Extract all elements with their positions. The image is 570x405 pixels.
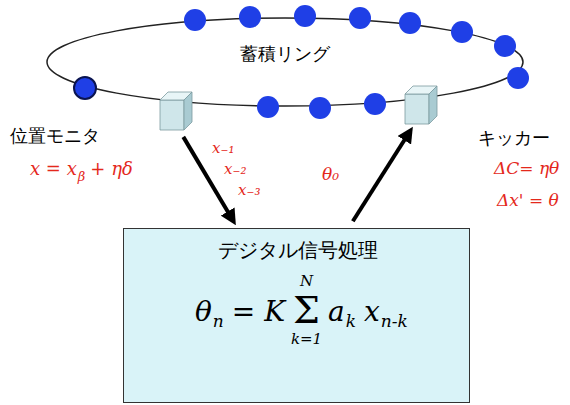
cube-shape bbox=[405, 86, 437, 124]
cube-face bbox=[405, 94, 429, 124]
electron-bunch bbox=[364, 93, 386, 115]
formula-symbol: x bbox=[364, 298, 380, 326]
dsp-title: デジタル信号処理 bbox=[124, 239, 471, 262]
sample-value: x₋₁ bbox=[212, 141, 234, 156]
cube-face bbox=[429, 86, 437, 124]
signal-arrow bbox=[353, 138, 406, 222]
signal-formula: + ηδ bbox=[90, 160, 132, 178]
sample-value: x₋₃ bbox=[238, 183, 260, 198]
cube-shape bbox=[160, 92, 192, 130]
sum-sign: Σ bbox=[293, 291, 320, 329]
formula-subscript: n bbox=[213, 313, 224, 330]
electron-bunch bbox=[399, 12, 421, 34]
monitor-label: 位置モニタ bbox=[10, 126, 100, 147]
electron-bunch bbox=[184, 9, 206, 31]
storage-ring: 蓄積リング bbox=[45, 17, 525, 107]
kicker-label: キッカー bbox=[478, 128, 550, 149]
electron-bunch bbox=[309, 97, 331, 119]
formula-symbol: = K bbox=[232, 298, 285, 326]
electron-bunch bbox=[239, 6, 261, 28]
kick-effect: ΔC= ηθ bbox=[494, 160, 559, 177]
kick-effect: Δx' = θ bbox=[497, 192, 559, 209]
electron-bunch bbox=[451, 21, 473, 43]
electron-bunch bbox=[294, 5, 316, 27]
electron-bunch bbox=[257, 96, 279, 118]
formula-symbol: θ bbox=[195, 298, 212, 326]
signal-formula: x = x bbox=[30, 160, 77, 178]
ring-label: 蓄積リング bbox=[45, 44, 525, 65]
electron-bunch bbox=[494, 35, 516, 57]
sum-limit: k=1 bbox=[291, 332, 322, 347]
kick-angle: θ₀ bbox=[322, 166, 339, 183]
sum-limit: N bbox=[300, 274, 313, 289]
electron-bunch bbox=[349, 7, 371, 29]
formula-subscript: n-k bbox=[381, 313, 408, 330]
cube-face bbox=[160, 100, 184, 130]
sample-value: x₋₂ bbox=[224, 162, 246, 177]
position-monitor: 位置モニタ bbox=[160, 92, 192, 130]
formula-symbol: a bbox=[328, 298, 345, 326]
cube-face bbox=[184, 92, 192, 130]
electron-bunch bbox=[74, 77, 96, 99]
formula-subscript: k bbox=[346, 313, 356, 330]
signal-subscript: β bbox=[78, 170, 86, 183]
electron-bunch bbox=[507, 67, 529, 89]
kicker: キッカー bbox=[405, 86, 437, 124]
